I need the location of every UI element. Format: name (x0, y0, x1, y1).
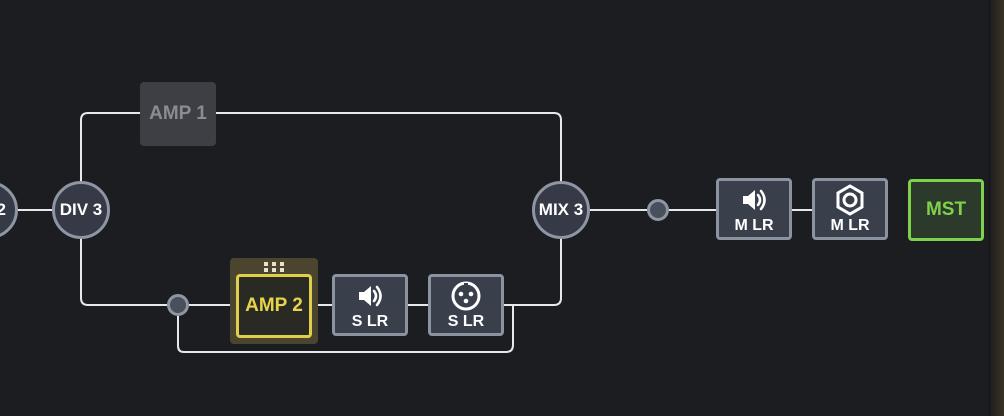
wire-slr2-to-mix (503, 237, 562, 306)
output-insert-dot[interactable] (647, 199, 669, 221)
speaker-icon (743, 189, 766, 210)
div-node[interactable]: DIV 3 (52, 181, 110, 239)
wire-div-to-junction (80, 237, 167, 306)
div-node-label: DIV 3 (59, 200, 103, 219)
amp2-label: AMP 2 (245, 295, 303, 316)
amp1-label: AMP 1 (149, 103, 207, 124)
drag-handle-icon[interactable] (264, 262, 284, 272)
mix-node-label: MIX 3 (538, 200, 584, 219)
path-b-junction[interactable] (167, 294, 189, 316)
wire-div-to-amp1 (80, 112, 140, 183)
main-output-speaker[interactable]: M LR (716, 178, 792, 240)
path-b-output-speaker-label: S LR (351, 312, 389, 330)
amp2-selection[interactable]: AMP 2 (230, 258, 318, 344)
mix-node[interactable]: MIX 3 (532, 181, 590, 239)
path-b-output-speaker[interactable]: S LR (332, 274, 408, 336)
master-label: MST (925, 199, 967, 220)
path-b-output-xlr-label: S LR (447, 312, 485, 330)
xlr-icon (451, 281, 481, 310)
hex-nut-icon (836, 183, 864, 216)
path-b-output-xlr[interactable]: S LR (428, 274, 504, 336)
amp1-block[interactable]: AMP 1 (140, 82, 216, 146)
master-block[interactable]: MST (908, 179, 984, 241)
main-output-hex-label: M LR (830, 216, 870, 234)
prev-node-label: 2 (0, 200, 6, 219)
wire-junction-loop (177, 305, 514, 353)
right-panel-edge (989, 0, 1004, 416)
wire-amp1-to-mix (216, 112, 562, 183)
speaker-icon (359, 285, 382, 306)
main-output-speaker-label: M LR (734, 216, 774, 234)
amp2-block[interactable]: AMP 2 (236, 274, 312, 338)
main-output-hex[interactable]: M LR (812, 178, 888, 240)
